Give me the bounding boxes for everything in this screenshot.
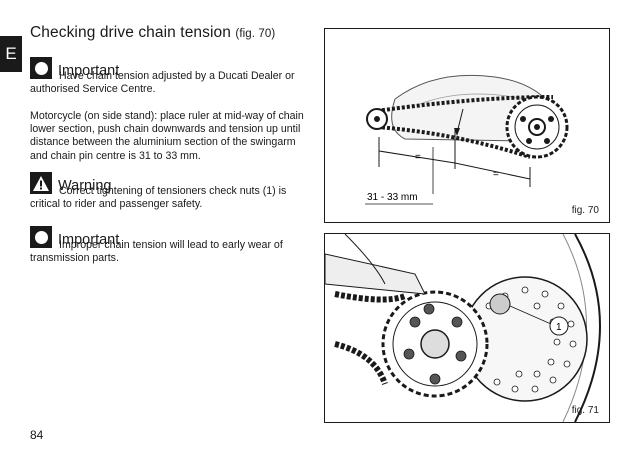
important-note-2: Important Improper chain tension will le… (30, 226, 312, 265)
important-note-1: Important Have chain tension adjusted by… (30, 57, 312, 96)
warning-icon (30, 172, 52, 194)
note-title: Important (58, 232, 120, 248)
page-number: 84 (30, 428, 44, 442)
figure-caption: fig. 70 (571, 205, 599, 216)
page-title: Checking drive chain tension (fig. 70) (30, 24, 275, 42)
note-text: Have chain tension adjusted by a Ducati … (30, 70, 295, 95)
equal-mark-right: = (493, 169, 499, 180)
instruction-paragraph: Motorcycle (on side stand): place ruler … (30, 110, 304, 162)
important-icon (30, 226, 52, 248)
equal-mark-left: = (415, 152, 421, 163)
figure-70: = = 31 - 33 mm fig. 70 (324, 28, 610, 223)
title-fig-ref: (fig. 70) (235, 28, 276, 40)
note-title: Warning (58, 178, 112, 194)
note-text: Correct tightening of tensioners check n… (30, 185, 287, 210)
measure-label: 31 - 33 mm (367, 192, 418, 203)
callout-number: 1 (556, 322, 562, 333)
title-text: Checking drive chain tension (30, 24, 231, 41)
language-tab: E (0, 36, 22, 72)
figure-71: 1 fig. 71 (324, 233, 610, 423)
figure-caption: fig. 71 (571, 405, 599, 416)
note-title: Important (58, 63, 120, 79)
note-text: Improper chain tension will lead to earl… (30, 239, 283, 264)
important-icon (30, 57, 52, 79)
wheel-hub-illustration: 1 (325, 234, 601, 422)
warning-note: Warning Correct tightening of tensioners… (30, 172, 312, 211)
chain-diagram: = = 31 - 33 mm (365, 74, 569, 205)
